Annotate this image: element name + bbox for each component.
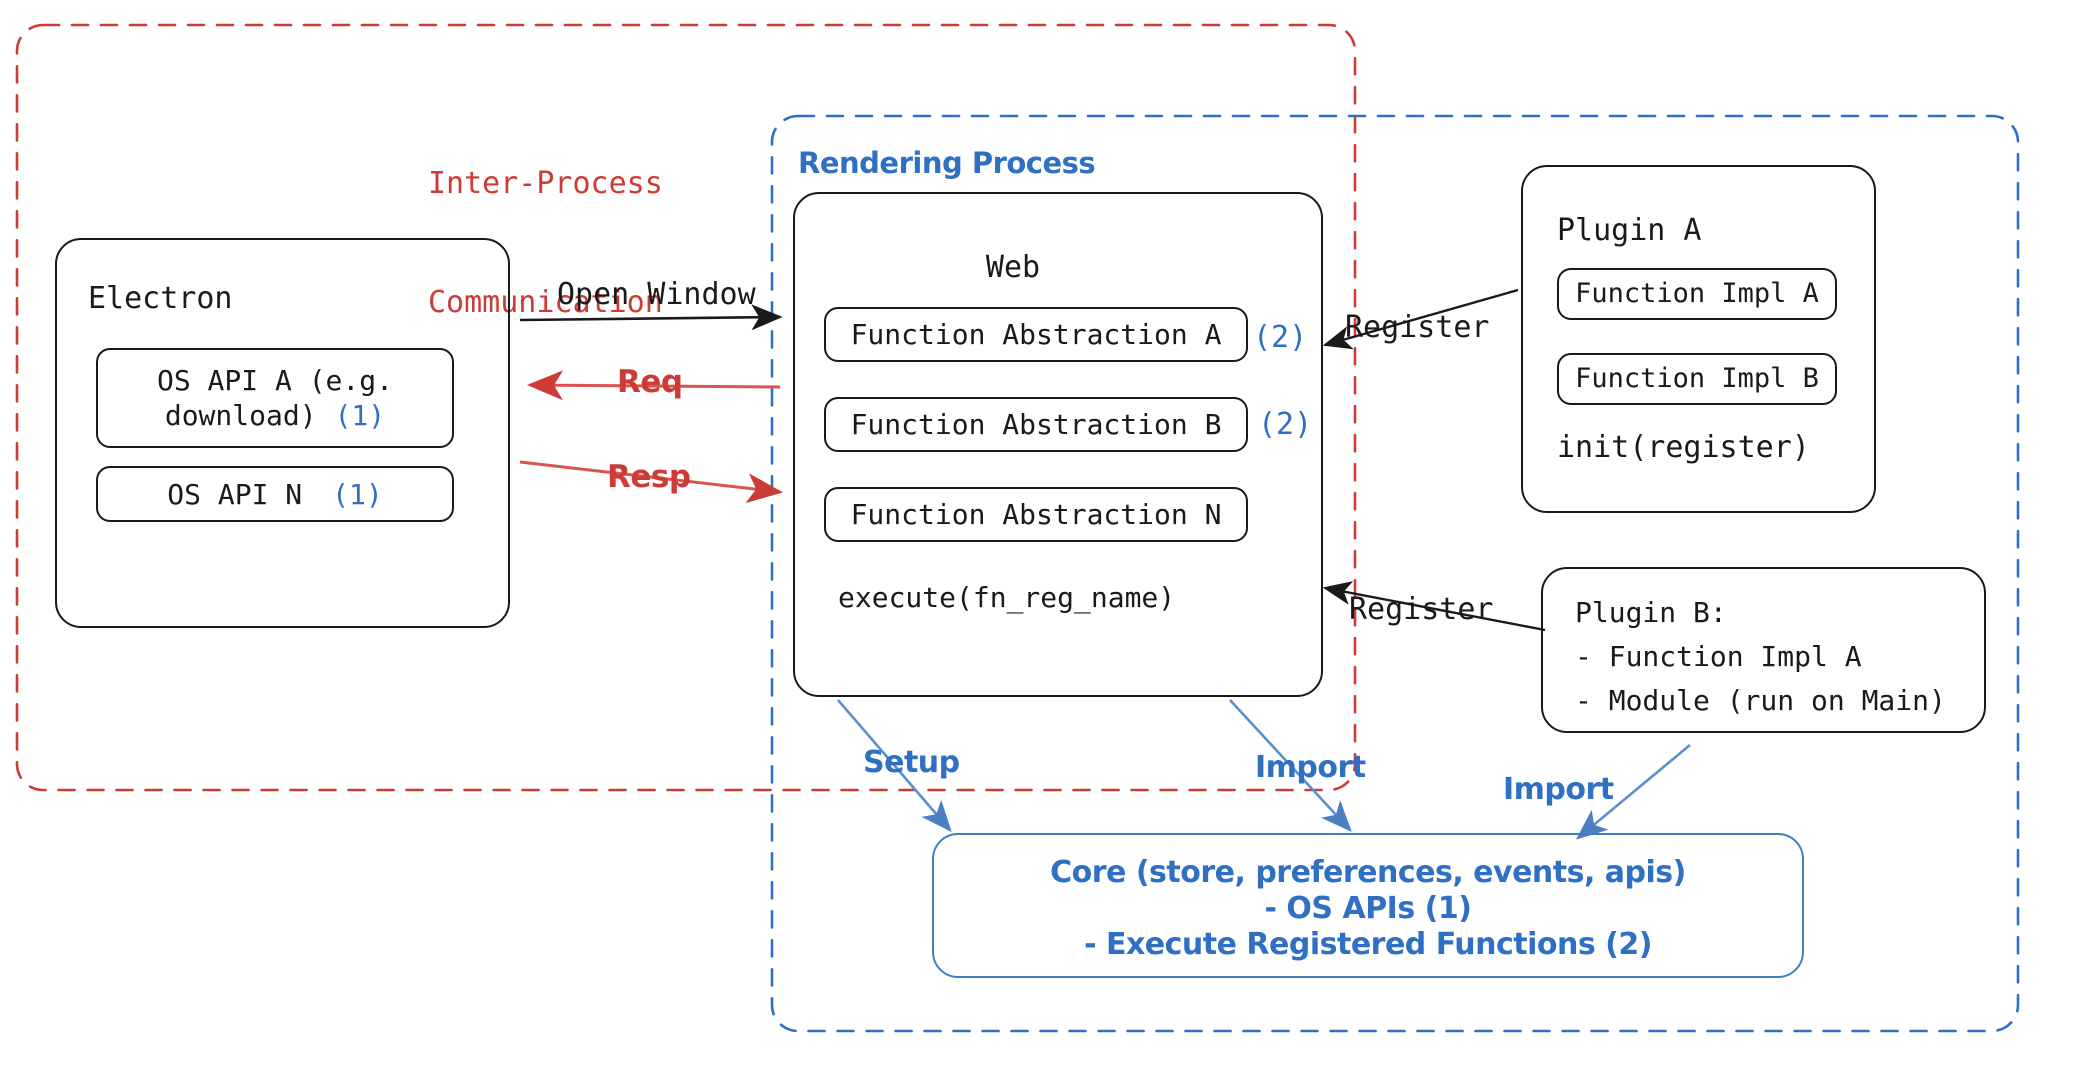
plugin-b-box xyxy=(1541,567,1986,733)
ipc-region-label-line1: Inter-Process xyxy=(428,166,663,202)
arrow-import-web-label: Import xyxy=(1255,750,1366,785)
os-api-a-line2: download) xyxy=(164,399,317,432)
function-abstraction-a-label: Function Abstraction A xyxy=(850,318,1222,351)
os-api-a-line2-row: download) (1) xyxy=(157,398,393,433)
arrow-register-plugin-a-label: Register xyxy=(1345,310,1490,345)
plugin-a-function-impl-a-label: Function Impl A xyxy=(1575,278,1819,310)
web-execute-label: execute(fn_reg_name) xyxy=(838,581,1176,614)
arrow-open-window-label: Open Window xyxy=(557,277,756,312)
plugin-a-box xyxy=(1521,165,1876,513)
ipc-region-label-line2: Communication xyxy=(428,284,663,320)
function-abstraction-a-box[interactable]: Function Abstraction A xyxy=(824,307,1248,362)
plugin-a-init-label: init(register) xyxy=(1557,430,1810,465)
os-api-a-box[interactable]: OS API A (e.g. download) (1) xyxy=(96,348,454,448)
os-api-n-box[interactable]: OS API N (1) xyxy=(96,466,454,522)
electron-title: Electron xyxy=(88,281,233,316)
function-abstraction-a-marker: (2) xyxy=(1253,320,1308,355)
arrow-register-plugin-b-label: Register xyxy=(1349,592,1494,627)
function-abstraction-n-box[interactable]: Function Abstraction N xyxy=(824,487,1248,542)
plugin-a-function-impl-b-label: Function Impl B xyxy=(1575,363,1819,395)
arrow-resp-label: Resp xyxy=(607,459,691,495)
ipc-region-label: Inter-Process Communication xyxy=(428,85,663,402)
os-api-n-marker: (1) xyxy=(332,477,383,511)
core-line-3: - Execute Registered Functions (2) xyxy=(1084,927,1652,962)
web-title: Web xyxy=(985,250,1041,285)
os-api-a-line1: OS API A (e.g. xyxy=(156,364,393,397)
function-abstraction-b-box[interactable]: Function Abstraction B xyxy=(824,397,1248,452)
os-api-a-marker: (1) xyxy=(334,399,386,432)
function-abstraction-b-label: Function Abstraction B xyxy=(850,408,1222,441)
function-abstraction-n-label: Function Abstraction N xyxy=(850,498,1222,531)
plugin-a-function-impl-a-box[interactable]: Function Impl A xyxy=(1557,268,1837,320)
plugin-b-line-1: Plugin B: xyxy=(1575,596,1727,629)
plugin-a-function-impl-b-box[interactable]: Function Impl B xyxy=(1557,353,1837,405)
arrow-setup-label: Setup xyxy=(863,745,960,780)
plugin-b-line-3: - Module (run on Main) xyxy=(1575,684,1946,717)
plugin-b-line-2: - Function Impl A xyxy=(1575,640,1862,673)
function-abstraction-b-marker: (2) xyxy=(1258,407,1313,442)
electron-box xyxy=(55,238,510,628)
core-line-1: Core (store, preferences, events, apis) xyxy=(1050,855,1686,890)
arrow-req-label: Req xyxy=(617,364,683,400)
plugin-a-title: Plugin A xyxy=(1557,213,1702,248)
core-line-2: - OS APIs (1) xyxy=(1264,891,1472,926)
core-box xyxy=(932,833,1804,978)
arrow-import-plugin-b-label: Import xyxy=(1503,772,1614,807)
rendering-process-region-label: Rendering Process xyxy=(798,146,1096,180)
web-box xyxy=(793,192,1323,697)
os-api-n-label: OS API N xyxy=(167,477,303,511)
